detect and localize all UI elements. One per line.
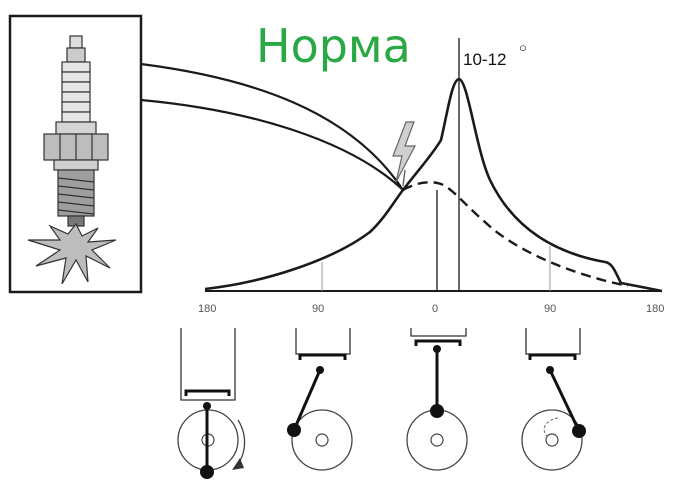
spark-pointer [402, 169, 406, 187]
spark-plug-icon [43, 35, 109, 227]
diagram-title: Норма [256, 19, 411, 73]
tick-label-180-before: 180 [198, 303, 216, 315]
spark-burst-icon [27, 222, 117, 285]
ignition-advance-degree: ○ [519, 40, 527, 55]
callout-line-lower [140, 98, 404, 191]
lightning-bolt-icon [392, 121, 416, 183]
tick-label-90-before: 90 [312, 303, 324, 315]
compression-pressure-curve [402, 181, 629, 288]
tick-label-0: 0 [432, 303, 438, 315]
tick-label-180-after: 180 [646, 303, 664, 315]
callout-line-upper [140, 62, 404, 191]
piston-stage-tdc [406, 328, 468, 471]
tick-label-90-after: 90 [544, 303, 556, 315]
piston-stage-left [287, 328, 353, 471]
piston-stage-bdc [177, 328, 246, 479]
piston-stage-right [521, 328, 586, 471]
combustion-pressure-curve [204, 77, 663, 293]
ignition-advance-label: 10-12 [463, 50, 506, 69]
